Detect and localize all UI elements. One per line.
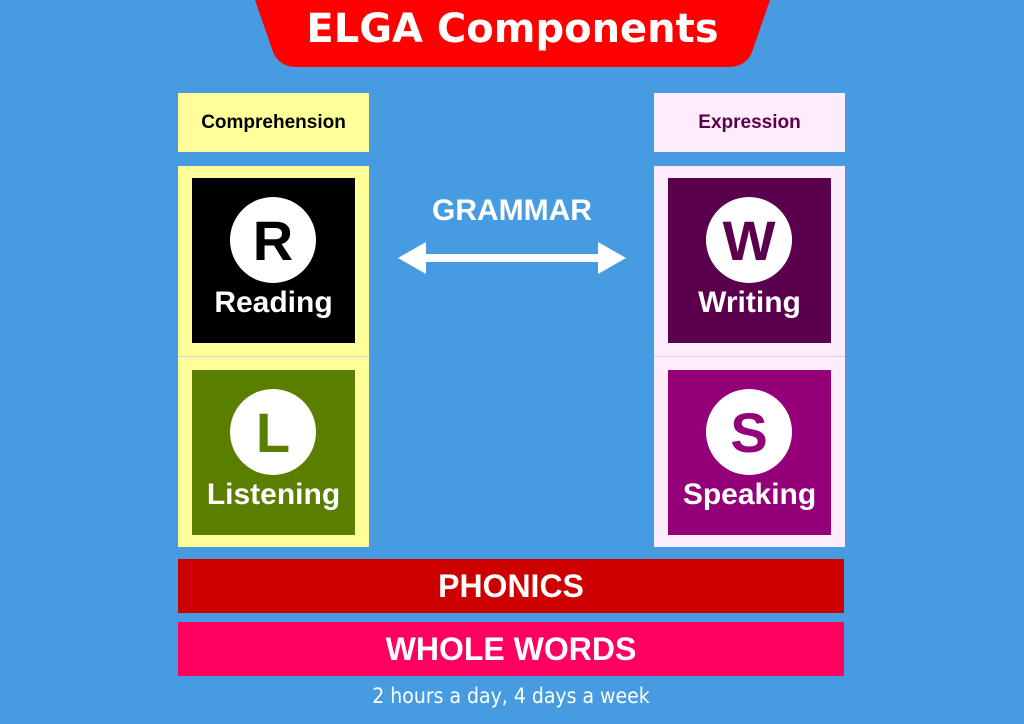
title-banner [255,0,770,67]
whole-words-bar: WHOLE WORDS [178,622,844,676]
listening-label: Listening [206,478,341,511]
speaking-label: Speaking [682,478,817,511]
expression-label: Expression [654,93,845,152]
speaking-letter-icon: S [706,389,792,475]
phonics-bar: PHONICS [178,559,844,613]
writing-tile: W Writing [668,178,831,343]
double-arrow-icon [398,242,626,274]
comprehension-label: Comprehension [178,93,369,152]
page-title: ELGA Components [306,6,719,52]
writing-label: Writing [698,286,801,319]
expression-panel: W Writing S Speaking [654,166,845,547]
schedule-footer: 2 hours a day, 4 days a week [372,684,650,708]
listening-letter-icon: L [230,389,316,475]
divider [178,356,369,357]
grammar-label: GRAMMAR [432,194,592,227]
writing-letter-icon: W [706,197,792,283]
comprehension-panel: R Reading L Listening [178,166,369,547]
reading-letter-icon: R [230,197,316,283]
speaking-tile: S Speaking [668,370,831,535]
reading-label: Reading [214,286,333,319]
listening-tile: L Listening [192,370,355,535]
divider [654,356,845,357]
reading-tile: R Reading [192,178,355,343]
